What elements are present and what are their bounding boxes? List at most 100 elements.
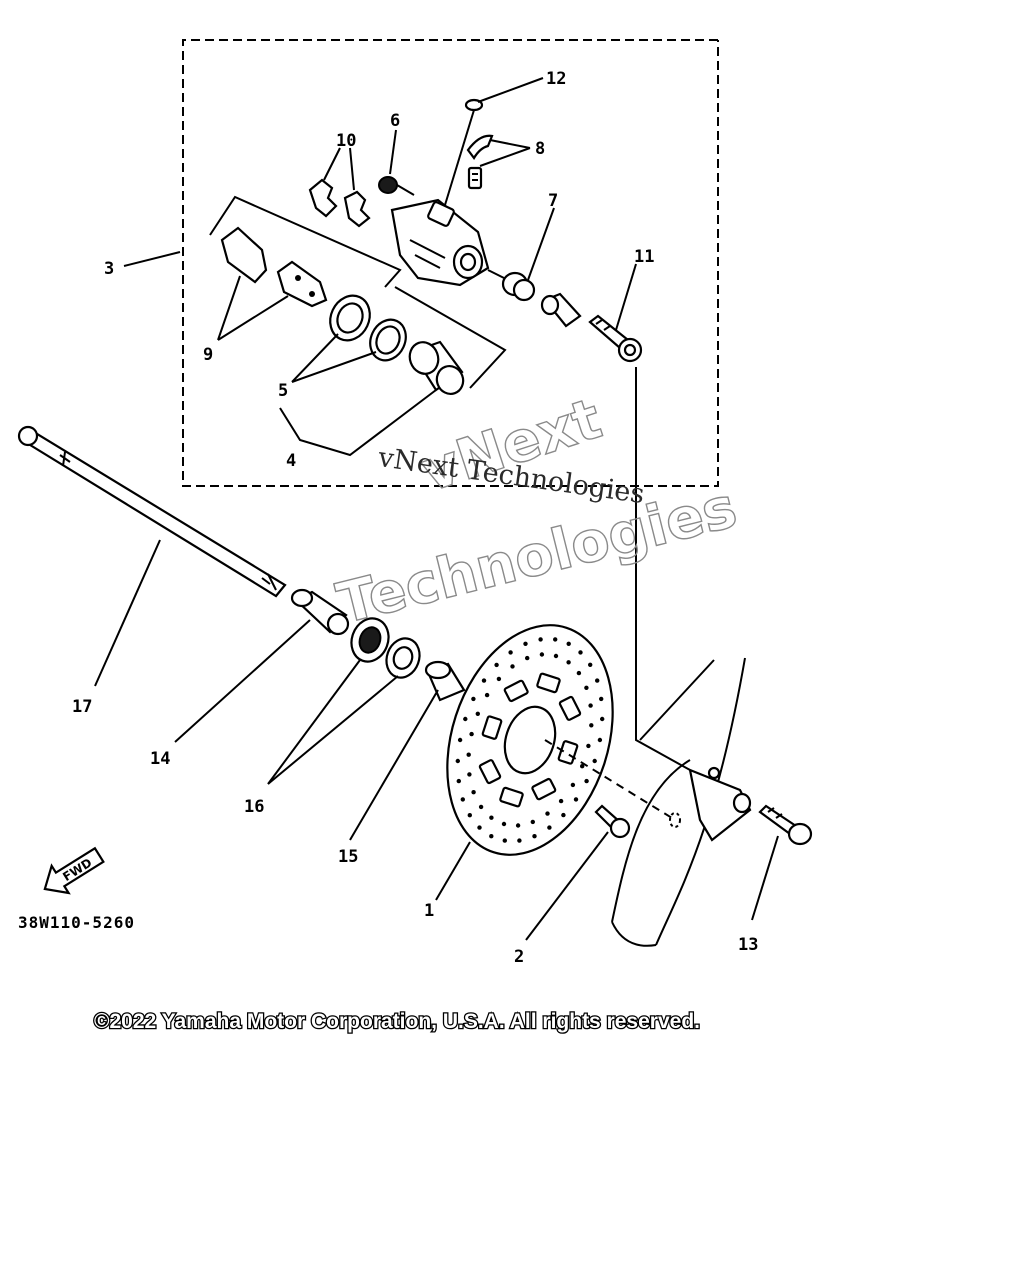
disc-drill-hole <box>501 821 507 827</box>
part-label-1: 1 <box>424 901 434 921</box>
disc-vent-slot <box>481 715 503 740</box>
disc-drill-hole <box>566 660 571 665</box>
disc-drill-hole <box>561 812 566 818</box>
disc-drill-hole <box>584 778 589 784</box>
disc-drill-hole <box>496 676 502 682</box>
disc-drill-hole <box>455 758 460 764</box>
disc-drill-hole <box>467 772 472 777</box>
disc-drill-hole <box>477 825 482 830</box>
bleed-cap-part <box>444 98 484 206</box>
disc-drill-hole <box>515 823 521 828</box>
disc-vent-slot <box>558 695 582 721</box>
disc-drill-hole <box>467 813 472 818</box>
piston-group-bracket <box>394 286 507 389</box>
disc-vent-slot <box>536 672 561 694</box>
part-label-2: 2 <box>514 947 524 967</box>
disc-drill-hole <box>460 797 465 802</box>
pad-clip-part <box>308 178 371 228</box>
part-label-17: 17 <box>72 697 92 717</box>
part-label-6: 6 <box>390 111 400 131</box>
disc-drill-hole <box>547 825 552 830</box>
disc-drill-hole <box>588 703 593 708</box>
part-number-code: 38W110-5260 <box>18 913 135 932</box>
axle-collar-part <box>290 588 350 636</box>
disc-drill-hole <box>457 737 463 743</box>
disc-drill-hole <box>597 737 603 743</box>
part-label-14: 14 <box>150 749 170 769</box>
disc-drill-hole <box>530 819 535 825</box>
part-label-5: 5 <box>278 381 288 401</box>
disc-drill-hole <box>539 652 545 657</box>
disc-drill-hole <box>584 685 589 690</box>
brake-pad-part <box>220 226 328 308</box>
disc-drill-hole <box>595 678 600 683</box>
caliper-body-part <box>390 198 490 287</box>
part-label-10: 10 <box>336 131 356 151</box>
disc-drill-hole <box>478 804 484 810</box>
part-label-7: 7 <box>548 191 558 211</box>
caliper-to-fork-guide <box>635 367 691 771</box>
caliper-nut-part <box>378 176 415 196</box>
slide-pin-part <box>487 269 582 328</box>
disc-drill-hole <box>573 797 579 802</box>
part-label-15: 15 <box>338 847 358 867</box>
disc-bolt-part <box>594 804 631 839</box>
part-label-8: 8 <box>535 139 545 159</box>
disc-drill-hole <box>578 650 583 655</box>
disc-drill-hole <box>523 641 528 646</box>
disc-drill-hole <box>481 678 487 683</box>
piston-seal-part <box>329 294 407 362</box>
part-label-16: 16 <box>244 797 264 817</box>
part-label-11: 11 <box>634 247 654 267</box>
disc-drill-hole <box>566 641 571 646</box>
disc-drill-hole <box>489 815 494 820</box>
forward-direction-arrow: FWD <box>43 846 105 895</box>
disc-vent-slot <box>478 759 502 785</box>
disc-drill-hole <box>494 662 499 668</box>
part-label-13: 13 <box>738 935 758 955</box>
disc-drill-hole <box>570 782 576 788</box>
disc-drill-hole <box>532 834 537 839</box>
wheel-bearing-part <box>350 617 421 679</box>
disc-drill-hole <box>588 662 593 667</box>
brake-disc-part <box>446 624 614 856</box>
disc-drill-hole <box>553 637 558 642</box>
disc-drill-hole <box>558 798 564 804</box>
disc-drill-hole <box>466 752 471 757</box>
part-label-9: 9 <box>203 345 213 365</box>
disc-drill-hole <box>471 696 476 702</box>
disc-vent-slot <box>499 786 524 808</box>
disc-drill-hole <box>517 838 522 843</box>
disc-drill-hole <box>592 758 597 764</box>
disc-drill-hole <box>576 670 582 676</box>
disc-drill-hole <box>525 655 530 661</box>
disc-drill-hole <box>600 716 605 722</box>
disc-vent-slot <box>531 777 557 801</box>
caliper-piston-part <box>408 340 465 395</box>
watermark-outline-line2: Technologies <box>331 475 743 637</box>
disc-vent-slot <box>503 679 529 703</box>
disc-drill-hole <box>589 723 594 728</box>
wheel-spacer-part <box>424 660 466 702</box>
disc-drill-hole <box>586 743 591 749</box>
disc-drill-hole <box>510 664 515 669</box>
disc-drill-hole <box>456 778 461 784</box>
disc-drill-hole <box>538 637 543 642</box>
bleed-screw-part <box>466 134 494 190</box>
copyright-notice: ©2022 Yamaha Motor Corporation, U.S.A. A… <box>94 1010 700 1033</box>
caliper-assembly-boundary <box>182 39 719 487</box>
disc-drill-hole <box>502 838 507 843</box>
part-label-4: 4 <box>286 451 296 471</box>
disc-drill-hole <box>545 811 550 816</box>
front-fork-leg <box>544 657 752 947</box>
disc-drill-hole <box>508 650 513 655</box>
disc-drill-hole <box>489 834 494 839</box>
disc-drill-hole <box>469 731 474 737</box>
disc-drill-hole <box>599 696 604 702</box>
pinch-bolt-part <box>758 804 813 846</box>
disc-drill-hole <box>553 653 559 659</box>
disc-drill-hole <box>580 764 585 769</box>
caliper-bolt-part <box>588 314 643 363</box>
disc-drill-hole <box>475 711 480 716</box>
